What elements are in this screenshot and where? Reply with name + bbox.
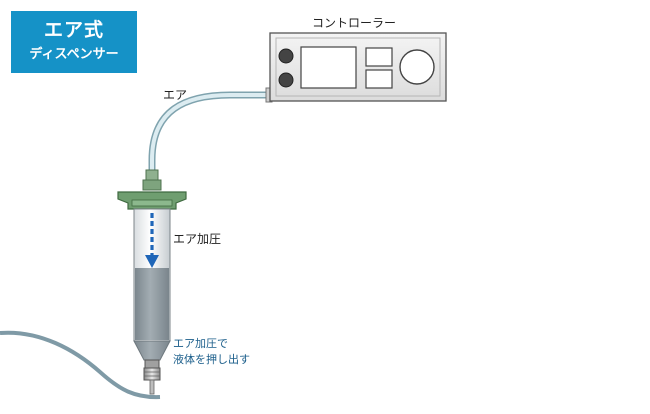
nozzle-hub	[144, 359, 160, 369]
push-caption-line1: エア加圧で	[173, 337, 228, 350]
syringe	[117, 169, 187, 395]
title-box: エア式 ディスペンサー	[11, 11, 137, 73]
controller-panel-top	[365, 47, 393, 67]
controller-unit	[265, 32, 447, 103]
controller-knob-bottom	[278, 72, 294, 88]
controller-dial	[399, 49, 435, 85]
title-sub: ディスペンサー	[29, 47, 119, 62]
push-caption-line2: 液体を押し出す	[173, 353, 250, 366]
controller-knob-top	[278, 48, 294, 64]
controller-panel-bottom	[365, 69, 393, 89]
air-label: エア	[163, 88, 188, 102]
air-tube	[148, 91, 266, 178]
title-main: エア式	[43, 19, 104, 41]
work-surface	[0, 330, 161, 400]
syringe-fluid	[135, 268, 169, 340]
controller-display	[300, 46, 357, 89]
air-pressure-label: エア加圧	[173, 232, 222, 246]
controller-label: コントローラー	[312, 16, 397, 30]
needle	[149, 379, 155, 395]
